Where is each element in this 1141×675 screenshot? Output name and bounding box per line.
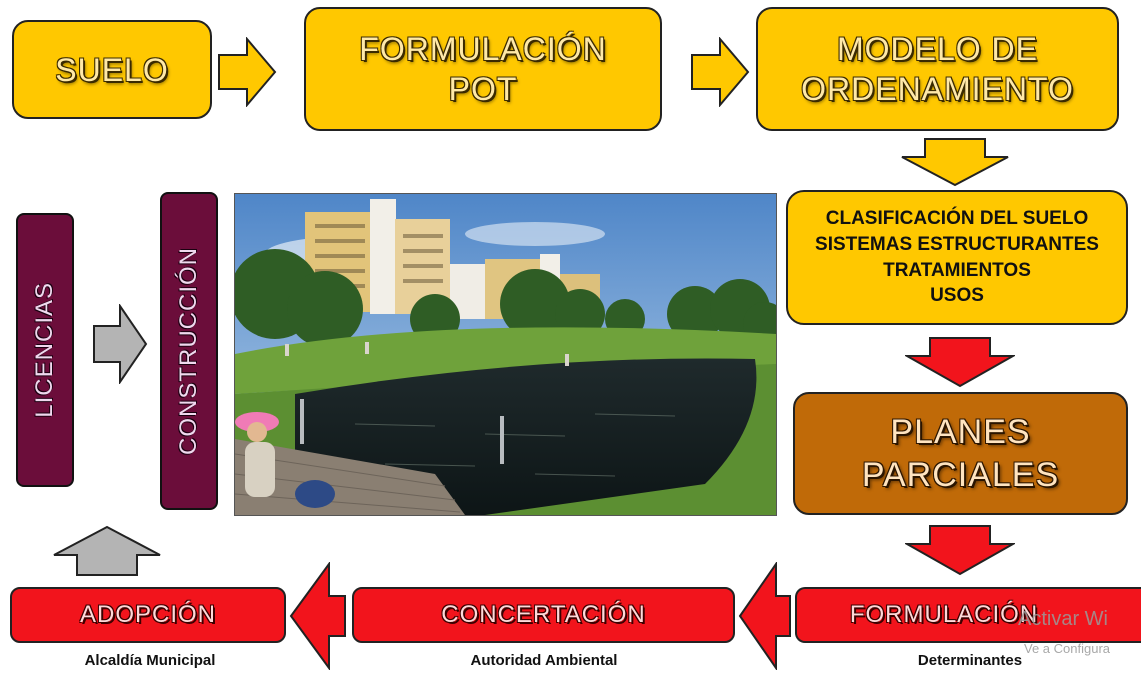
watermark-line2: Ve a Configura xyxy=(1024,641,1111,656)
planes-line2: PARCIALES xyxy=(861,455,1060,494)
arrow-down-icon xyxy=(901,138,1009,187)
modelo-line1: MODELO DE xyxy=(836,31,1038,67)
arrow-right-icon xyxy=(218,37,277,107)
activation-watermark: Activar Wi xyxy=(1018,608,1108,631)
arrow-down-icon xyxy=(905,525,1015,576)
modelo-line2: ORDENAMIENTO xyxy=(801,71,1074,107)
modelo-ordenamiento-box: MODELO DE ORDENAMIENTO xyxy=(756,7,1119,131)
arrow-right-icon xyxy=(691,37,750,107)
formulacion-pot-line1: FORMULACIÓN xyxy=(359,31,607,67)
arrow-up-icon xyxy=(53,525,161,576)
arrow-left-icon xyxy=(289,562,346,670)
clasificacion-line4: USOS xyxy=(930,285,984,307)
planes-parciales-box: PLANES PARCIALES xyxy=(793,392,1128,515)
adopcion-label: ADOPCIÓN xyxy=(79,601,216,628)
formulacion-box: FORMULACIÓN xyxy=(795,587,1141,643)
suelo-label: SUELO xyxy=(55,51,169,88)
clasificacion-box: CLASIFICACIÓN DEL SUELO SISTEMAS ESTRUCT… xyxy=(786,190,1128,325)
clasificacion-line1: CLASIFICACIÓN DEL SUELO xyxy=(825,208,1089,230)
urban-park-photo xyxy=(234,193,777,516)
arrow-right-icon xyxy=(93,304,148,384)
formulacion-pot-box: FORMULACIÓN POT xyxy=(304,7,662,131)
clasificacion-line3: TRATAMIENTOS xyxy=(883,259,1031,281)
activation-watermark-sub: Ve a Configura xyxy=(1024,641,1110,656)
adopcion-caption: Alcaldía Municipal xyxy=(84,652,216,669)
photo-illustration xyxy=(235,194,776,515)
concertacion-caption: Autoridad Ambiental xyxy=(470,652,618,669)
licencias-label: LICENCIAS xyxy=(31,282,58,418)
arrow-down-icon xyxy=(905,337,1015,388)
clasificacion-line2: SISTEMAS ESTRUCTURANTES xyxy=(815,233,1099,255)
arrow-left-icon xyxy=(738,562,791,670)
construccion-label: CONSTRUCCIÓN xyxy=(175,247,202,455)
watermark-line1: Activar Wi xyxy=(1018,608,1108,630)
suelo-box: SUELO xyxy=(12,20,212,119)
formulacion-pot-line2: POT xyxy=(448,71,518,107)
formulacion-label: FORMULACIÓN xyxy=(849,601,1039,628)
concertacion-label: CONCERTACIÓN xyxy=(441,601,646,628)
licencias-box: LICENCIAS xyxy=(16,213,74,487)
formulacion-caption: Determinantes xyxy=(917,652,1023,669)
planes-line1: PLANES xyxy=(890,413,1031,451)
adopcion-box: ADOPCIÓN xyxy=(10,587,286,643)
construccion-box: CONSTRUCCIÓN xyxy=(160,192,218,510)
concertacion-box: CONCERTACIÓN xyxy=(352,587,735,643)
